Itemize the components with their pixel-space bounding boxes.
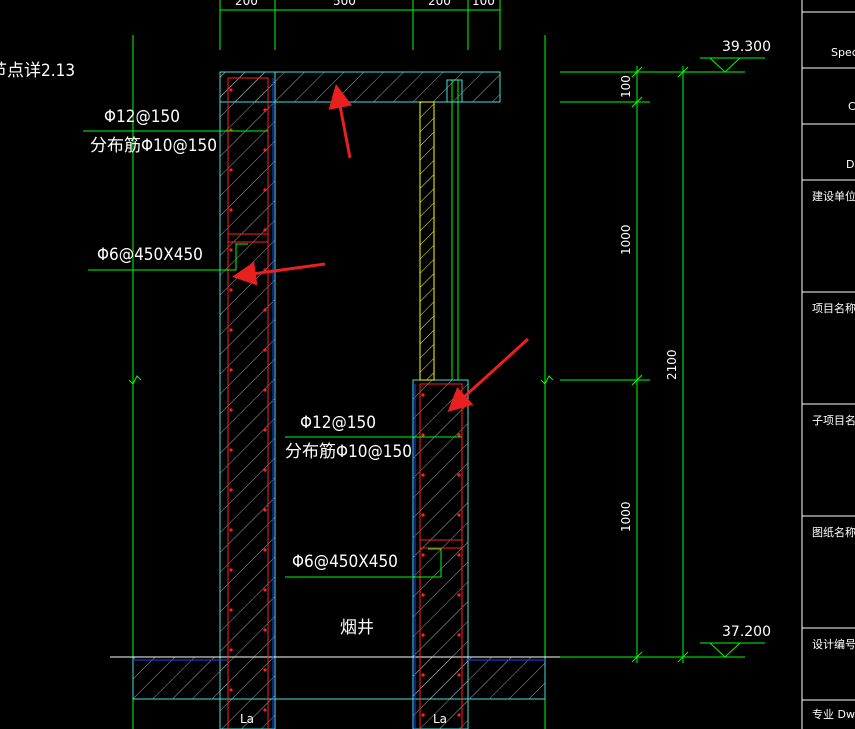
rebar-dots xyxy=(229,88,461,717)
shaft-label: 烟井 xyxy=(340,618,374,638)
rebar-dot xyxy=(229,688,233,692)
rebar-dot xyxy=(263,348,267,352)
rebar-dot xyxy=(229,408,233,412)
window-frame xyxy=(419,79,463,381)
rebar-dot xyxy=(457,393,461,397)
elevation-top: 39.300 xyxy=(722,39,771,55)
title-block xyxy=(801,0,855,729)
rebar-dot xyxy=(263,508,267,512)
rebar-right-wall xyxy=(419,383,463,729)
break-mark-right xyxy=(540,375,554,385)
detail-title: 节点详2.13 xyxy=(0,61,75,81)
rebar-dot xyxy=(263,468,267,472)
rebar-dot xyxy=(457,593,461,597)
right-dimension-chain xyxy=(560,57,765,663)
top-dim-3: 200 xyxy=(428,0,451,8)
tb-client: 建设单位 xyxy=(812,189,855,203)
rebar-dot xyxy=(229,248,233,252)
tb-project: 项目名称 xyxy=(812,301,855,315)
rebar-dot xyxy=(421,673,425,677)
rebar-dot xyxy=(263,588,267,592)
rebar-dot xyxy=(229,288,233,292)
rebar-dot xyxy=(229,568,233,572)
arrow-roof-slab xyxy=(328,84,353,159)
base-slab xyxy=(110,656,565,729)
rebar-dot xyxy=(263,428,267,432)
rebar-dot xyxy=(421,473,425,477)
rebar-dot xyxy=(421,553,425,557)
rebar-dot xyxy=(421,393,425,397)
rebar-tie-left: Φ6@450X450 xyxy=(97,245,203,265)
rebar-dot xyxy=(457,513,461,517)
rebar-dot xyxy=(263,188,267,192)
rebar-dot xyxy=(263,628,267,632)
rebar-dot xyxy=(457,473,461,477)
rebar-dot xyxy=(229,528,233,532)
rebar-dot xyxy=(229,448,233,452)
rebar-dot xyxy=(229,648,233,652)
dim-1000-upper: 1000 xyxy=(619,224,633,255)
dim-100: 100 xyxy=(619,75,633,98)
break-mark-left xyxy=(128,375,142,385)
annotation-arrows xyxy=(232,84,530,413)
top-dimension-chain xyxy=(219,0,501,50)
rebar-dot xyxy=(229,488,233,492)
tb-design-no: 设计编号 xyxy=(812,637,855,651)
rebar-dist-left: 分布筋Φ10@150 xyxy=(90,136,217,156)
rebar-dot xyxy=(421,513,425,517)
dim-2100-overall: 2100 xyxy=(665,349,679,380)
tb-row2: C xyxy=(848,100,855,113)
rebar-dot xyxy=(421,713,425,717)
tb-subproject: 子项目名称 xyxy=(812,413,855,427)
anchor-left: La xyxy=(240,712,254,726)
rebar-dot xyxy=(263,228,267,232)
elevation-bottom: 37.200 xyxy=(722,624,771,640)
rebar-dot xyxy=(421,593,425,597)
rebar-dot xyxy=(421,433,425,437)
top-dim-1: 200 xyxy=(235,0,258,8)
rebar-dot xyxy=(457,713,461,717)
rebar-dot xyxy=(263,548,267,552)
rebar-dot xyxy=(263,108,267,112)
rebar-dot xyxy=(263,308,267,312)
blue-stirrup-lines xyxy=(133,78,545,729)
roof-slab xyxy=(219,71,501,103)
rebar-dist-right: 分布筋Φ10@150 xyxy=(285,442,412,462)
rebar-dot xyxy=(457,633,461,637)
tb-row3: D xyxy=(846,158,854,171)
tb-specialty-top: Spec xyxy=(831,46,855,59)
right-wall xyxy=(412,379,469,658)
top-dim-2: 500 xyxy=(333,0,356,8)
rebar-dot xyxy=(457,553,461,557)
left-wall xyxy=(219,71,276,658)
rebar-main-right: Φ12@150 xyxy=(300,413,376,433)
tb-sheet: 图纸名称 xyxy=(812,525,855,539)
rebar-dot xyxy=(457,433,461,437)
anchor-right: La xyxy=(433,712,447,726)
axis-lines xyxy=(132,35,546,729)
rebar-dot xyxy=(229,328,233,332)
rebar-left-wall xyxy=(227,77,269,729)
rebar-dot xyxy=(263,388,267,392)
rebar-dot xyxy=(229,608,233,612)
arrow-right-wall xyxy=(447,337,530,413)
rebar-dot xyxy=(229,368,233,372)
rebar-dot xyxy=(229,208,233,212)
top-dim-4: 100 xyxy=(472,0,495,8)
rebar-dot xyxy=(229,168,233,172)
rebar-dot xyxy=(229,88,233,92)
rebar-dot xyxy=(263,668,267,672)
rebar-main-left: Φ12@150 xyxy=(104,107,180,127)
dim-1000-lower: 1000 xyxy=(619,501,633,532)
rebar-dot xyxy=(263,708,267,712)
rebar-dot xyxy=(457,673,461,677)
leaders xyxy=(83,130,462,578)
rebar-dot xyxy=(421,633,425,637)
rebar-tie-right: Φ6@450X450 xyxy=(292,552,398,572)
tb-specialty: 专业 Dwg xyxy=(812,707,855,721)
rebar-dot xyxy=(263,148,267,152)
arrow-left-wall xyxy=(232,261,326,286)
